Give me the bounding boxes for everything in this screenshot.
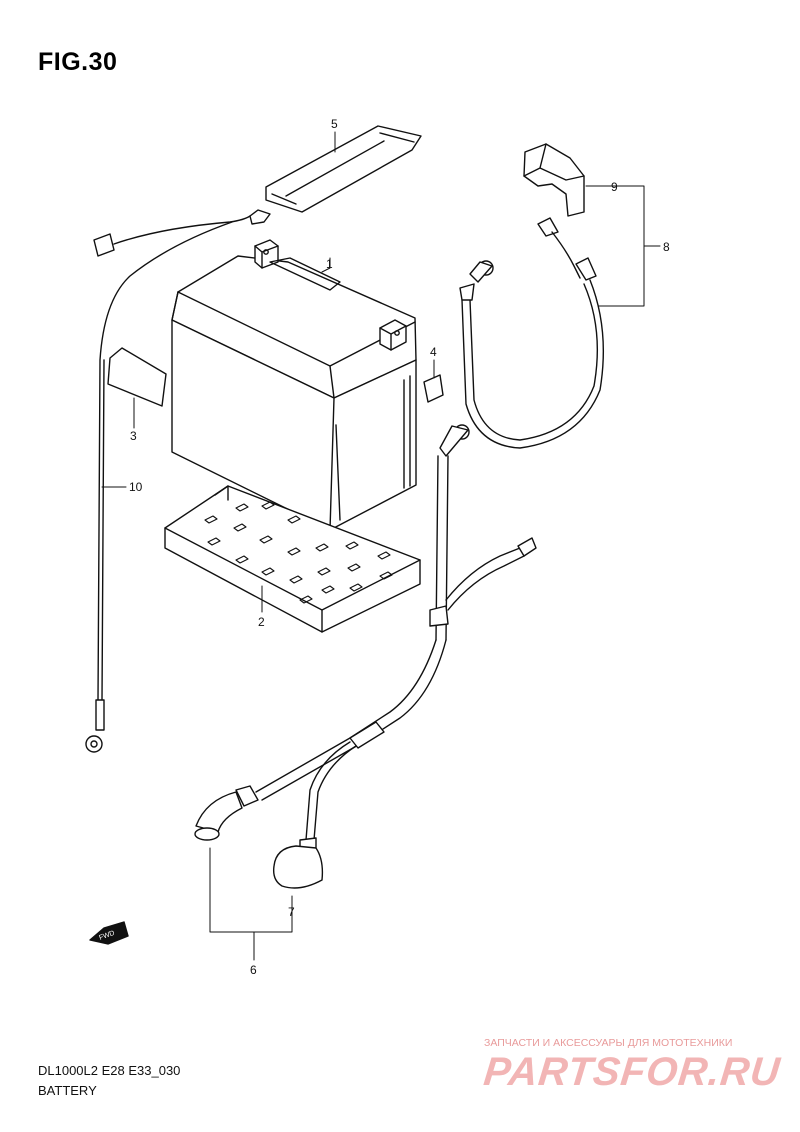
section-name: BATTERY <box>38 1083 97 1098</box>
battery <box>171 239 417 531</box>
callout-4: 4 <box>430 345 437 359</box>
terminal-cover <box>523 143 585 217</box>
figure-title: FIG.30 <box>38 48 118 76</box>
negative-cable <box>194 424 537 889</box>
battery-strap <box>265 125 422 213</box>
callout-numbers: 1 2 3 4 5 6 7 8 9 10 <box>129 117 670 977</box>
fwd-arrow: FWD <box>89 921 129 945</box>
leader-lines <box>101 131 661 961</box>
callout-9: 9 <box>611 180 618 194</box>
model-code: DL1000L2 E28 E33_030 <box>38 1063 181 1078</box>
callout-10: 10 <box>129 480 143 494</box>
watermark-tagline: ЗАПЧАСТИ И АКСЕССУАРЫ ДЛЯ МОТОТЕХНИКИ <box>484 1037 733 1049</box>
callout-8: 8 <box>663 240 670 254</box>
battery-tray <box>164 485 421 633</box>
watermark-logo: PARTSFOR.RU <box>481 1050 783 1094</box>
callout-1: 1 <box>326 257 333 271</box>
positive-cable <box>459 217 605 449</box>
battery-pad-3 <box>107 347 167 407</box>
callout-2: 2 <box>258 615 265 629</box>
battery-pad-4 <box>423 374 444 403</box>
callout-6: 6 <box>250 963 257 977</box>
callout-3: 3 <box>130 429 137 443</box>
callout-5: 5 <box>331 117 338 131</box>
callout-7: 7 <box>288 905 295 919</box>
battery-lead-wire <box>85 209 271 753</box>
